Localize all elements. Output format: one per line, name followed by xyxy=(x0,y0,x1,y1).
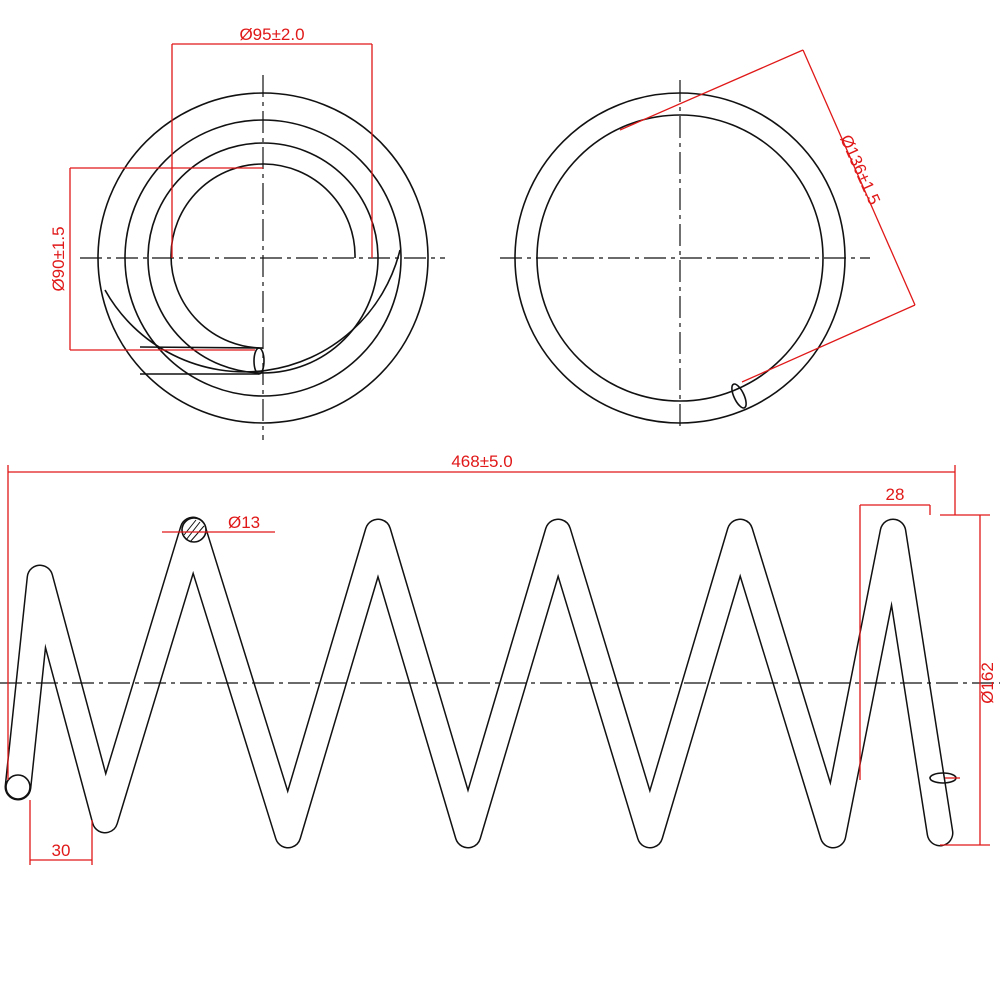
end-view-right xyxy=(500,80,870,430)
dim-outer-diameter: Ø136±1.5 xyxy=(836,132,884,208)
dim-inner-diameter-top: Ø95±2.0 xyxy=(239,25,304,44)
side-view-spring xyxy=(0,516,1000,849)
dim-inner-diameter-left: Ø90±1.5 xyxy=(49,226,68,291)
end-view-left xyxy=(80,75,445,440)
dimension-lines xyxy=(7,43,990,865)
dim-end-pitch-right: 28 xyxy=(886,485,905,504)
dim-free-length: 468±5.0 xyxy=(451,452,512,471)
dim-wire-diameter: Ø13 xyxy=(228,513,260,532)
dim-end-diameter: Ø162 xyxy=(978,662,997,704)
dim-end-pitch-left: 30 xyxy=(52,841,71,860)
